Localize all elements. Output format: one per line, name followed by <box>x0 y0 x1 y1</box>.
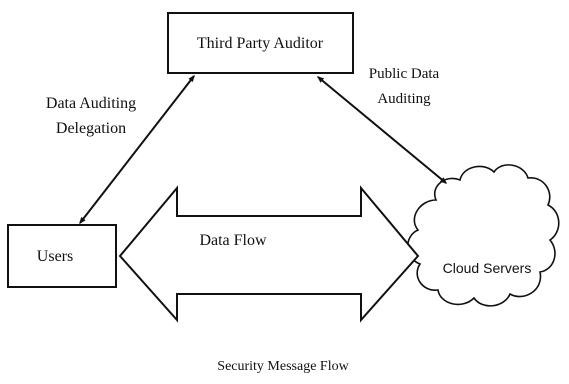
cloud-shape <box>406 164 560 307</box>
delegation-arrow <box>79 74 195 225</box>
data-flow-edge: Data Flow <box>118 185 420 323</box>
users-label: Users <box>37 248 73 265</box>
users-node: Users <box>7 224 117 288</box>
third-party-auditor-label: Third Party Auditor <box>197 35 324 52</box>
public-auditing-arrow <box>316 76 448 184</box>
data-flow-label: Data Flow <box>199 232 267 249</box>
delegation-label-line2: Delegation <box>56 120 126 137</box>
public-auditing-edge: Public Data Auditing <box>316 66 448 184</box>
cloud-servers-label: Cloud Servers <box>443 260 532 276</box>
diagram-caption: Security Message Flow <box>217 359 349 374</box>
public-auditing-label-line2: Auditing <box>377 91 431 107</box>
public-auditing-label-line1: Public Data <box>369 66 440 82</box>
third-party-auditor-node: Third Party Auditor <box>167 12 354 74</box>
data-flow-double-arrow <box>118 185 420 323</box>
delegation-edge: Data Auditing Delegation <box>46 74 195 225</box>
delegation-label-line1: Data Auditing <box>46 95 136 112</box>
cloud-servers-node: Cloud Servers <box>406 164 560 307</box>
